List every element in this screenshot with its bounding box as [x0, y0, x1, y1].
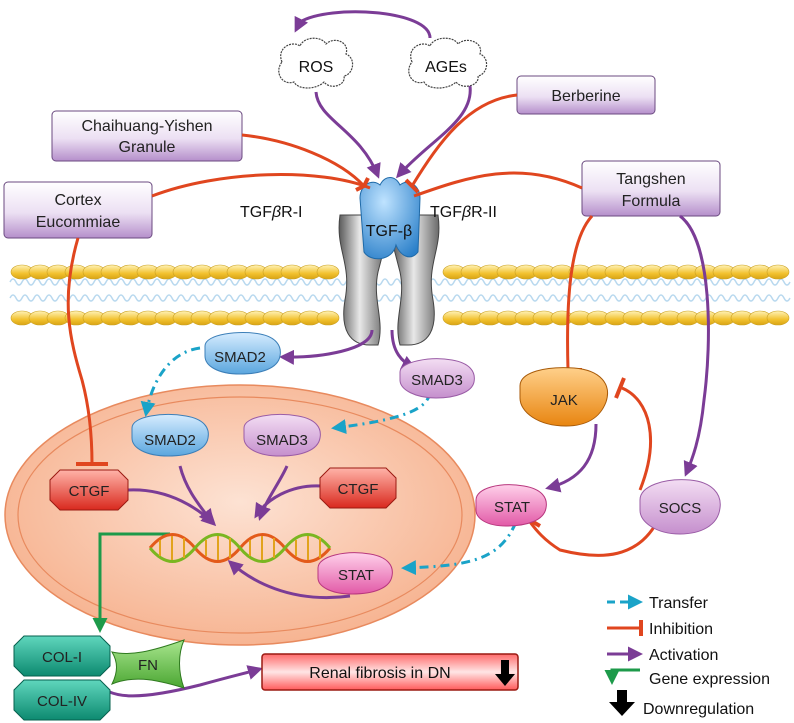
- col1-node: COL-I: [13, 635, 111, 677]
- membrane-head-inner: [766, 310, 790, 326]
- jak-label: JAK: [550, 392, 578, 409]
- ages-to-ros-arrow: [294, 10, 432, 39]
- legend-activation: Activation: [607, 646, 718, 664]
- stat-cytoplasm-label: STAT: [494, 499, 530, 516]
- smad3-nucleus: SMAD3: [243, 414, 321, 457]
- socs-label: SOCS: [659, 500, 702, 517]
- activation-arrows: [94, 10, 710, 698]
- berberine-label: Berberine: [551, 88, 620, 105]
- renal-fibrosis-box: Renal fibrosis in DN: [261, 653, 519, 691]
- stat-transfer-arrow: [401, 521, 518, 576]
- stat-nuc-to-dna-arrow: [227, 559, 351, 600]
- col4-label: COL-IV: [37, 693, 87, 710]
- col4-node: COL-IV: [13, 679, 111, 721]
- gene-expression-arrow: [92, 532, 170, 633]
- chaihuang-inhibits-receptor: [241, 133, 366, 188]
- tgf-beta-label: TGF-β: [366, 223, 413, 240]
- tgfbr1-label: TGFβR-I: [240, 204, 302, 221]
- nucleus: [4, 384, 476, 646]
- ctgf-left: CTGF: [49, 469, 129, 511]
- legend: Transfer Inhibition Activation Gene expr…: [604, 594, 770, 718]
- legend-activation-label: Activation: [649, 647, 718, 664]
- fn-label: FN: [138, 657, 158, 674]
- cortex-inhibits-ctgf: [66, 237, 94, 465]
- stat-nucleus: STAT: [317, 552, 393, 595]
- socs-inhibits-jak: [621, 386, 652, 491]
- legend-gene-expression: Gene expression: [604, 668, 770, 688]
- tgfbr2-label: TGFβR-II: [430, 204, 497, 221]
- smad2-cytoplasm-label: SMAD2: [214, 349, 266, 366]
- berberine-inhibits-receptor: [410, 93, 518, 187]
- membrane-head-inner: [316, 310, 340, 326]
- ages-to-tgf-arrow: [396, 85, 472, 179]
- renal-fibrosis-label: Renal fibrosis in DN: [309, 665, 450, 682]
- smad3-cytoplasm-label: SMAD3: [411, 372, 463, 389]
- smad3-cytoplasm: SMAD3: [399, 358, 475, 399]
- legend-gene-expression-label: Gene expression: [649, 671, 770, 688]
- ros-to-tgf-arrow: [314, 91, 381, 179]
- cortex-inhibits-receptor: [151, 173, 371, 198]
- membrane-head-outer: [316, 264, 340, 280]
- ctgf-right-to-dna-arrow: [254, 484, 323, 519]
- legend-downregulation-label: Downregulation: [643, 701, 754, 718]
- chaihuang-label-line1: Chaihuang-Yishen: [81, 118, 212, 135]
- jak-to-stat-arrow: [545, 423, 598, 493]
- smad2-nucleus: SMAD2: [131, 414, 209, 457]
- down-arrow-icon: [495, 660, 515, 686]
- cortex-label-line2: Eucommiae: [36, 214, 121, 231]
- smad2-transfer-arrow: [140, 346, 201, 417]
- chaihuang-label-line2: Granule: [119, 139, 176, 156]
- stat-cytoplasm: STAT: [475, 484, 547, 527]
- cell-membrane: [9, 264, 791, 326]
- tangshen-label-line2: Formula: [622, 193, 681, 210]
- socs: SOCS: [639, 479, 721, 535]
- ctgf-left-label: CTGF: [69, 483, 110, 500]
- membrane-tails: [9, 278, 791, 302]
- smad2-cytoplasm: SMAD2: [204, 332, 281, 375]
- col1-label: COL-I: [42, 649, 82, 666]
- legend-transfer-label: Transfer: [649, 595, 709, 612]
- receptor-to-smad2-arrow: [279, 329, 374, 365]
- fn-node: FN: [110, 639, 185, 689]
- legend-transfer: Transfer: [607, 594, 709, 612]
- smad3-nucleus-label: SMAD3: [256, 432, 308, 449]
- membrane-head-outer: [766, 264, 790, 280]
- berberine-box: Berberine: [516, 75, 656, 115]
- cortex-label-line1: Cortex: [54, 192, 101, 209]
- ages-cloud: [408, 37, 488, 89]
- chaihuang-box: Chaihuang-Yishen Granule: [51, 110, 243, 162]
- legend-downregulation: Downregulation: [609, 690, 754, 718]
- ros-label: ROS: [299, 59, 334, 76]
- stat-nucleus-label: STAT: [338, 567, 374, 584]
- dna-helix-icon: [148, 533, 332, 563]
- socs-inhibits-stat: [528, 515, 662, 557]
- jak: JAK: [519, 367, 608, 427]
- cortex-eucommiae-box: Cortex Eucommiae: [3, 181, 153, 239]
- ctgf-left-to-dna-arrow: [127, 488, 217, 527]
- legend-inhibition-label: Inhibition: [649, 621, 713, 638]
- tangshen-to-socs-arrow: [679, 214, 710, 477]
- tangshen-inhibits-receptor: [413, 171, 583, 198]
- tangshen-box: Tangshen Formula: [581, 160, 721, 217]
- ctgf-right: CTGF: [319, 467, 397, 509]
- smad2-nucleus-label: SMAD2: [144, 432, 196, 449]
- tangshen-label-line1: Tangshen: [616, 171, 685, 188]
- ctgf-right-label: CTGF: [338, 481, 379, 498]
- legend-inhibition: Inhibition: [607, 620, 713, 638]
- ros-cloud: [278, 37, 354, 89]
- ages-label: AGEs: [425, 59, 467, 76]
- tangshen-inhibits-jak: [566, 214, 594, 371]
- tgf-beta-ligand: [359, 177, 421, 260]
